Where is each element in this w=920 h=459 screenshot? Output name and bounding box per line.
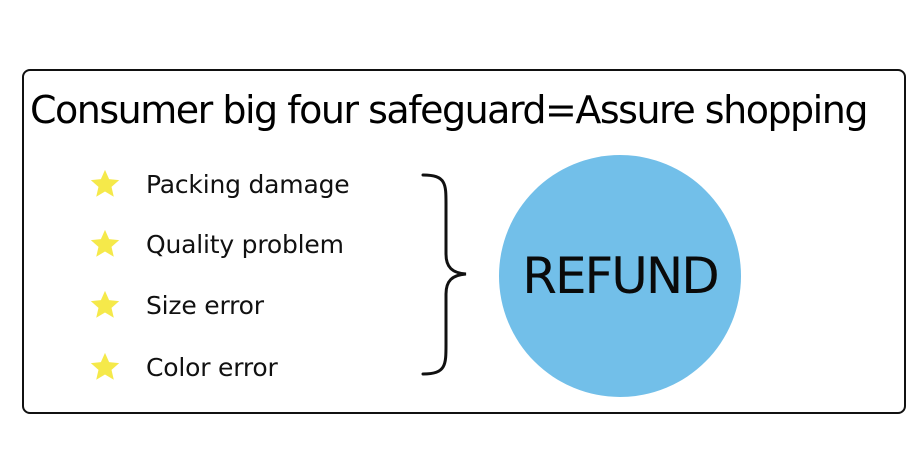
star-icon [90, 169, 120, 197]
item-label: Quality problem [146, 229, 344, 259]
curly-brace [421, 173, 467, 376]
star-icon [90, 229, 120, 257]
star-icon [90, 352, 120, 380]
refund-label: REFUND [522, 247, 720, 305]
list-item-size-error: Size error [88, 285, 264, 325]
refund-circle: REFUND [499, 155, 741, 397]
list-item-quality-problem: Quality problem [88, 224, 344, 264]
item-label: Packing damage [146, 169, 350, 199]
item-label: Color error [146, 352, 278, 382]
list-item-packing-damage: Packing damage [88, 164, 350, 204]
item-label: Size error [146, 290, 264, 320]
headline: Consumer big four safeguard=Assure shopp… [30, 88, 868, 132]
star-icon [90, 290, 120, 318]
info-card [22, 69, 906, 414]
list-item-color-error: Color error [88, 347, 278, 387]
